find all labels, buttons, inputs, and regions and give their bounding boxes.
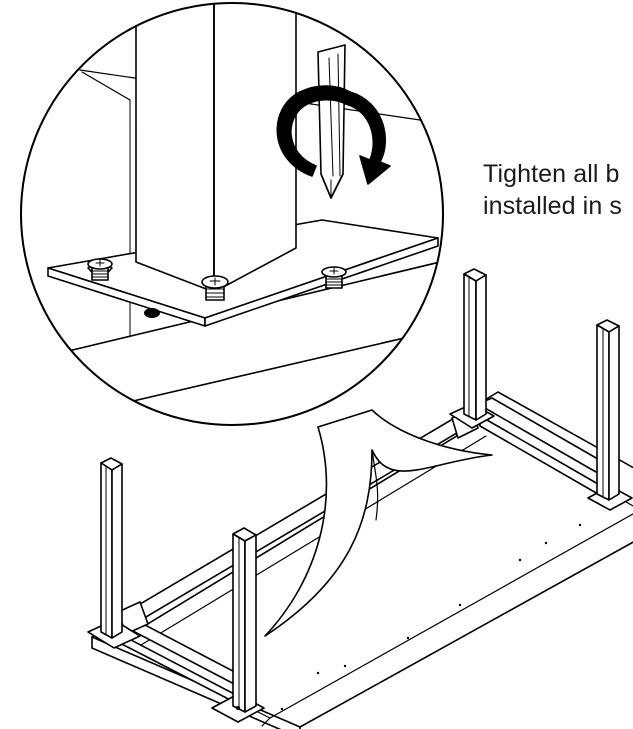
zoom-detail <box>20 2 444 426</box>
leg-back-left <box>87 457 141 649</box>
screw-icon <box>201 275 229 301</box>
screw-icon <box>87 258 113 281</box>
instruction-text-line-2: installed in s <box>483 192 622 220</box>
mounting-hole <box>144 308 160 318</box>
instruction-text-line-1: Tighten all b <box>483 160 620 188</box>
clockwise-rotation-arrow-icon <box>276 85 391 185</box>
callout-pointer <box>264 409 493 637</box>
screwdriver-icon <box>317 44 346 199</box>
leg-back-middle <box>449 268 495 429</box>
leg-back-right <box>587 319 633 511</box>
leg-front-left <box>211 527 265 723</box>
screw-icon <box>321 266 347 289</box>
leg-post-closeup <box>135 3 297 293</box>
